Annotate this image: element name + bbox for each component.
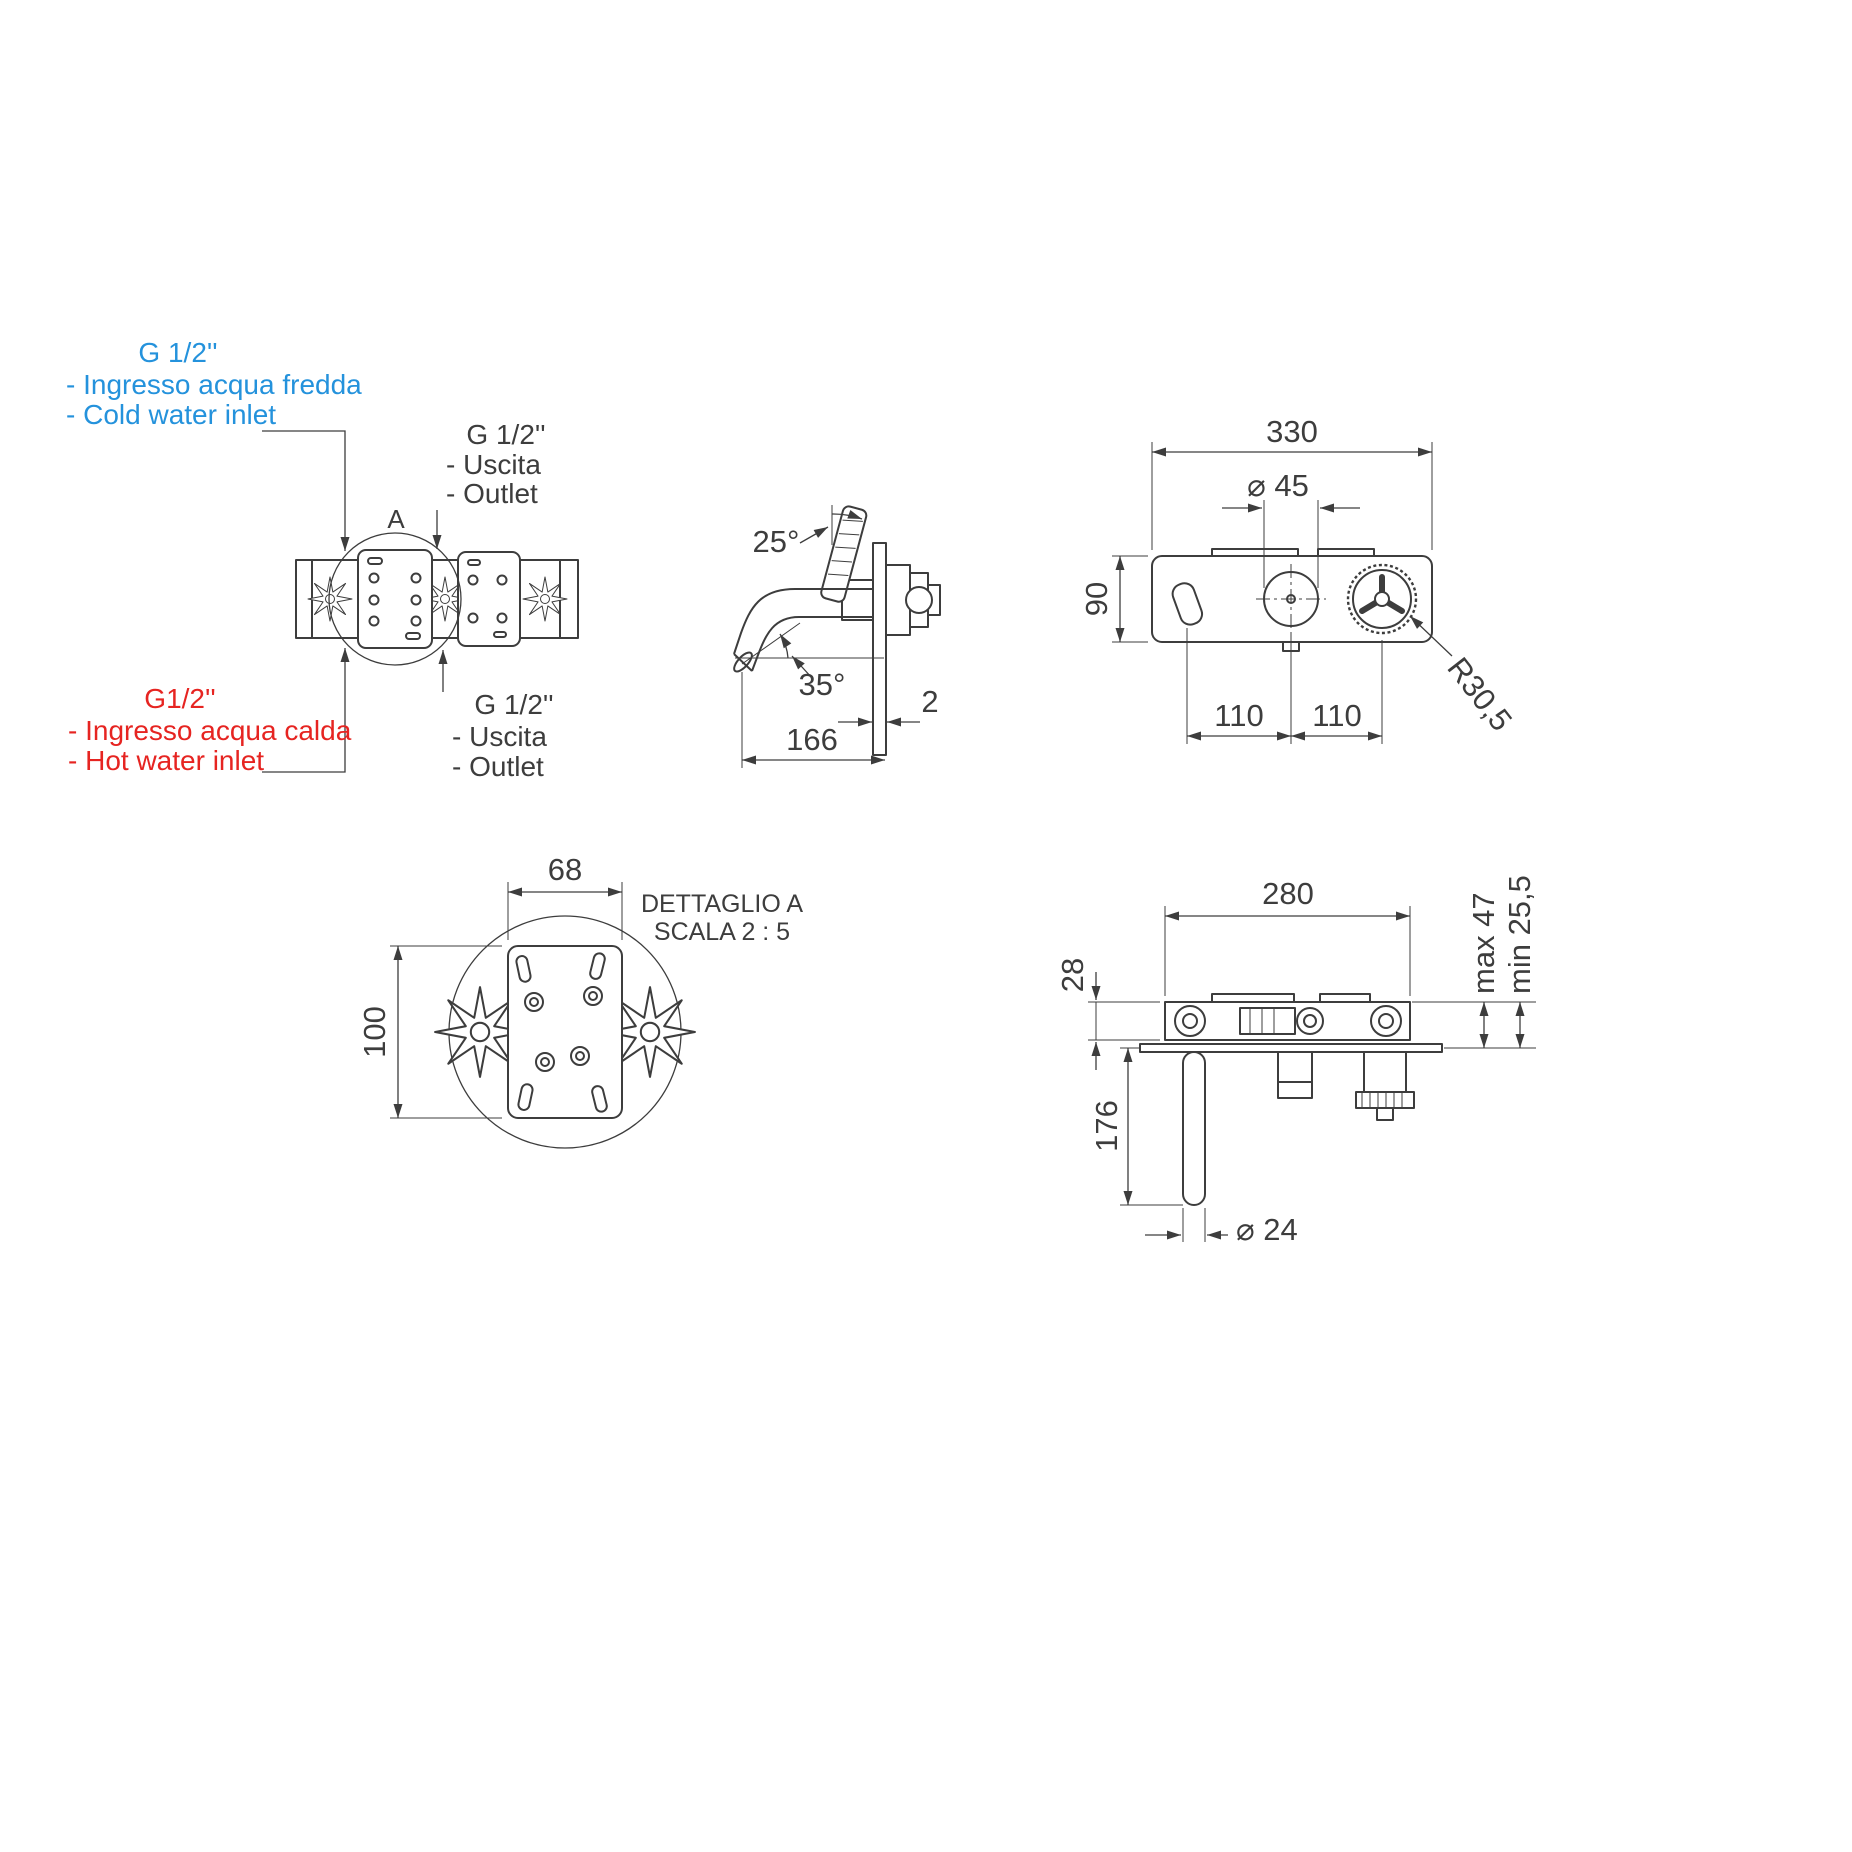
view-side-section: 25° 35° 2 166	[733, 505, 941, 768]
top-center-stub	[1277, 1051, 1313, 1099]
wall-plate-top	[1139, 1043, 1443, 1053]
hot-thread-size: G1/2''	[144, 683, 215, 714]
cold-water-leader	[262, 430, 350, 551]
detail-scale: SCALA 2 : 5	[654, 918, 790, 946]
front-center-knob	[1256, 564, 1326, 634]
detail-plate	[507, 945, 623, 1119]
dim-handle-angle: 25°	[753, 524, 800, 559]
front-spout-nose	[1171, 582, 1204, 626]
outlet-top-annotation: G 1/2'' - Uscita - Outlet	[446, 419, 546, 509]
outlet-top-thread-size: G 1/2''	[466, 419, 545, 450]
cold-label-it: - Ingresso acqua fredda	[66, 369, 362, 400]
dim-recess-max: max 47	[1466, 892, 1501, 994]
dim-spout-diameter: ⌀ 24	[1236, 1212, 1298, 1247]
cold-label-en: - Cold water inlet	[66, 399, 276, 430]
dim-left-spacing: 110	[1214, 698, 1263, 733]
valve-cross-right	[522, 576, 568, 622]
top-wheel-knob	[1355, 1051, 1415, 1121]
dim-plate-thickness: 2	[921, 684, 938, 719]
cold-thread-size: G 1/2''	[138, 337, 217, 368]
dim-knob-diameter: ⌀ 45	[1247, 468, 1309, 503]
dim-body-depth: 28	[1055, 958, 1090, 992]
dim-wheel-radius: R30,5	[1440, 651, 1519, 738]
outlet-bottom-label-en: - Outlet	[452, 751, 544, 782]
dim-recess-min: min 25,5	[1502, 875, 1537, 994]
dim-detail-height: 100	[357, 1006, 392, 1058]
dim-spout-reach: 176	[1089, 1100, 1124, 1152]
view-top: 280 28 max 47 min 25,5 176 ⌀ 24	[1055, 875, 1537, 1247]
cold-water-annotation: G 1/2'' - Ingresso acqua fredda - Cold w…	[66, 337, 362, 430]
hot-water-leader	[262, 648, 350, 773]
outlet-bottom-annotation: G 1/2'' - Uscita - Outlet	[452, 689, 554, 782]
outlet-bottom-label-it: - Uscita	[452, 721, 547, 752]
detail-a-marker: A	[387, 504, 405, 534]
outlet-top-label-en: - Outlet	[446, 478, 538, 509]
dim-top-width: 280	[1262, 876, 1314, 911]
valve-cartridge	[905, 586, 933, 614]
detail-title: DETTAGLIO A	[641, 890, 803, 918]
view-detail-a: 68 100 DETTAGLIO A SCALA 2 : 5	[357, 852, 803, 1149]
detail-a-boundary-circle	[328, 532, 462, 666]
mixer-lever	[820, 505, 868, 603]
spout-side	[733, 588, 873, 673]
hot-label-it: - Ingresso acqua calda	[68, 715, 352, 746]
view-front-finished: 330 ⌀ 45 90 110 110 R30,5	[1079, 414, 1519, 744]
mounting-plate-right	[457, 551, 521, 647]
front-wheel-handle	[1346, 563, 1418, 635]
wall-plate-side	[872, 542, 887, 756]
dim-front-height: 90	[1079, 582, 1114, 616]
outlet-top-label-it: - Uscita	[446, 449, 541, 480]
view-roughin-front: A G 1/2'' - Ingresso acqua fredda - Cold…	[66, 337, 579, 782]
dim-detail-width: 68	[548, 852, 582, 887]
dim-front-width: 330	[1266, 414, 1318, 449]
valve-cross-left	[307, 576, 353, 622]
hot-label-en: - Hot water inlet	[68, 745, 264, 776]
dim-spout-length: 166	[786, 722, 838, 757]
hot-water-annotation: G1/2'' - Ingresso acqua calda - Hot wate…	[68, 683, 352, 776]
outlet-bottom-thread-size: G 1/2''	[474, 689, 553, 720]
dim-spout-angle: 35°	[799, 667, 846, 702]
dim-right-spacing: 110	[1312, 698, 1361, 733]
top-spout-tube	[1182, 1051, 1206, 1206]
